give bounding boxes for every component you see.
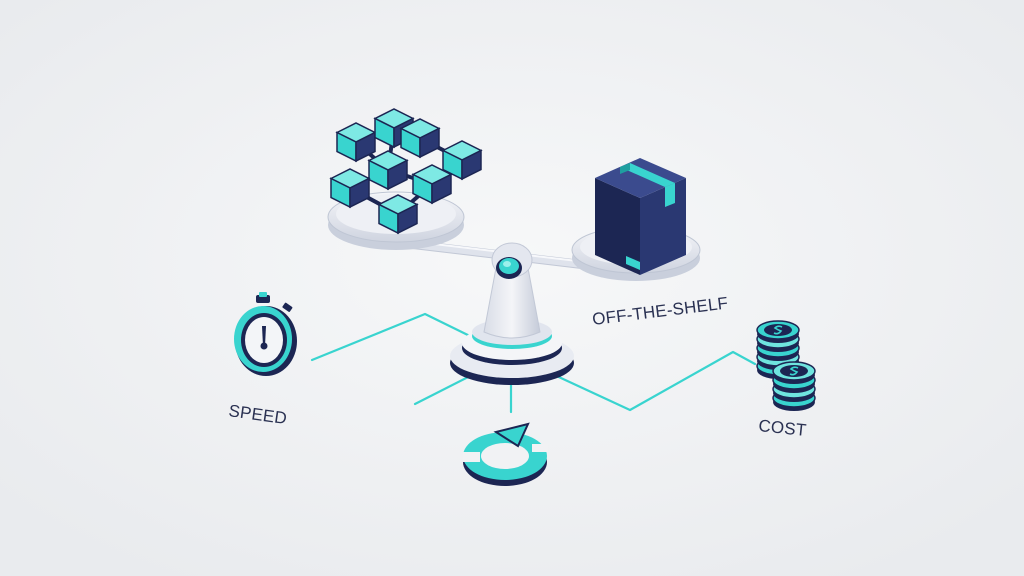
modular-cubes-icon [329,108,483,235]
package-box-icon [595,158,686,275]
scale-pivot [491,242,533,279]
connector-speed [310,312,480,362]
refresh-cycle-icon [463,422,548,486]
scale-post [483,267,541,339]
cost-label: COST [758,416,808,440]
stopwatch-icon [234,292,297,376]
coin-stack-icon [756,320,816,411]
connector-cost [546,350,757,412]
